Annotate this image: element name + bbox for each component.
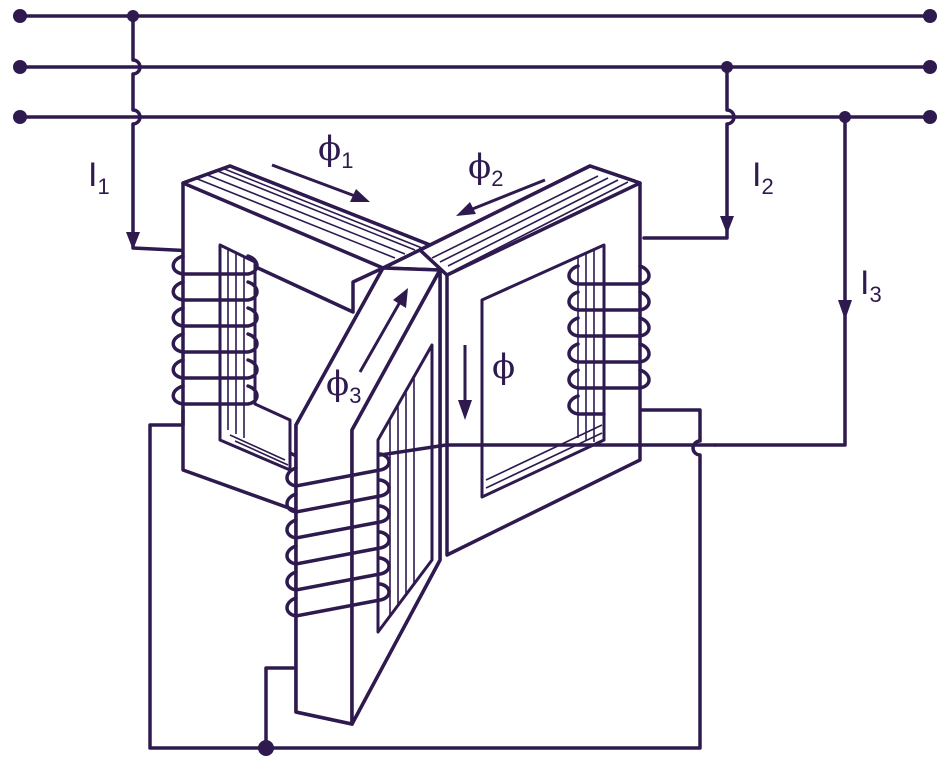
terminal-dot <box>923 60 937 74</box>
coil-turn <box>285 530 391 566</box>
current-arrow-2 <box>720 216 734 234</box>
flux-arrow-1-head <box>350 189 370 202</box>
label-phi1: ϕ1 <box>318 129 353 173</box>
core-1-hatch <box>194 167 423 259</box>
flux-arrow-3-head <box>393 288 408 308</box>
supply-lines <box>13 9 937 124</box>
coil-turn <box>285 582 391 618</box>
terminal-dot <box>13 9 27 23</box>
flux-arrow-1 <box>271 163 356 198</box>
flux-arrow-2-head <box>456 202 476 216</box>
label-phi3: ϕ3 <box>326 364 361 408</box>
core-2-top <box>418 164 642 277</box>
coil-turn <box>567 264 651 286</box>
coil-turn <box>285 556 391 592</box>
coil-turn <box>285 478 391 514</box>
coil-turn <box>567 316 651 338</box>
label-I2: I2 <box>752 156 774 199</box>
coil-turn <box>171 358 259 380</box>
coil-turn <box>567 290 651 312</box>
feed-wires <box>126 14 852 756</box>
current-arrow-1 <box>126 232 140 250</box>
core-limb-1 <box>181 164 432 514</box>
flux-arrows <box>271 163 546 420</box>
coil-turn <box>171 384 259 406</box>
core-limb-2 <box>418 164 642 557</box>
coil-turn <box>171 332 259 354</box>
terminal-dot <box>13 60 27 74</box>
winding-3 <box>285 443 717 618</box>
flux-arrow-center-head <box>458 400 472 420</box>
label-phi: ϕ <box>492 347 515 387</box>
label-I3: I3 <box>860 264 882 307</box>
core-2-window-hatch <box>485 250 603 489</box>
core-3-window-hatch <box>389 378 415 615</box>
terminal-dot <box>923 9 937 23</box>
star-point-dot <box>258 740 274 756</box>
winding-2 <box>567 264 651 416</box>
terminal-dot <box>923 110 937 124</box>
coil-lead <box>378 443 717 457</box>
label-phi2: ϕ2 <box>468 147 503 191</box>
feed-wire-1 <box>131 14 217 254</box>
coil-turn <box>171 280 259 302</box>
coil-turn <box>567 368 651 390</box>
feed-wire-2 <box>642 65 736 240</box>
core-1-window-hatch <box>227 250 289 466</box>
return-wire-left <box>148 408 702 750</box>
coil-turn <box>567 394 606 416</box>
coil-turn <box>285 504 391 540</box>
core-3-window <box>376 343 434 634</box>
terminal-dot <box>13 110 27 124</box>
flux-arrow-2 <box>469 178 546 212</box>
return-wire-center <box>264 666 295 750</box>
labels: I1 I2 I3 ϕ1 ϕ2 ϕ3 ϕ <box>88 129 882 408</box>
core-limb-3 <box>294 266 442 726</box>
core-2-hatch <box>431 175 629 271</box>
flux-arrow-3 <box>358 301 402 373</box>
coil-turn <box>567 342 651 364</box>
coil-turn <box>171 306 259 328</box>
coil-turn <box>171 254 259 276</box>
feed-wire-3 <box>713 115 847 447</box>
current-arrow-3 <box>838 300 852 320</box>
winding-1 <box>171 254 259 427</box>
coil-turn <box>285 452 391 488</box>
label-I1: I1 <box>88 156 110 199</box>
